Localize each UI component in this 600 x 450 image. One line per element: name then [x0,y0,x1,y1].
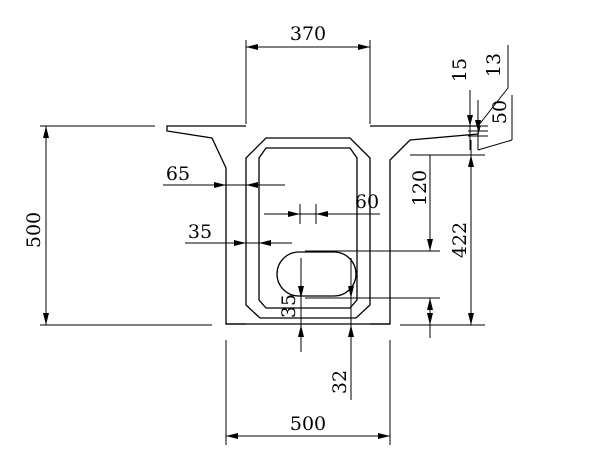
dim-60: 60 [264,191,380,224]
inner-cell [258,147,358,309]
dim-35-wall-label: 35 [188,221,212,243]
dim-65: 65 [163,163,285,188]
dim-120-label: 120 [409,170,431,206]
dim-500-width-label: 500 [290,413,326,435]
dim-500-height: 500 [23,125,212,326]
dim-right-group: 120 422 [305,140,485,338]
dim-370: 370 [245,23,371,124]
stadium-opening [276,251,357,297]
dim-flange-group: 15 13 50 [449,45,513,151]
dim-hole-32-label: 32 [329,370,351,394]
dim-370-label: 370 [290,23,326,45]
dim-35-wall: 35 [185,221,292,246]
dim-15-label: 15 [449,58,471,82]
section-outline [166,125,481,325]
dim-50-label: 50 [489,100,511,124]
dim-hole-group: 35 32 [278,258,354,400]
dim-500-width: 500 [225,340,391,445]
dim-60-label: 60 [355,191,379,213]
dim-65-label: 65 [166,163,190,185]
dim-500-height-label: 500 [23,212,45,248]
dim-hole-35-label: 35 [278,294,300,318]
dim-13-label: 13 [483,53,505,77]
dim-422-label: 422 [449,222,471,258]
outer-cell [245,137,371,319]
